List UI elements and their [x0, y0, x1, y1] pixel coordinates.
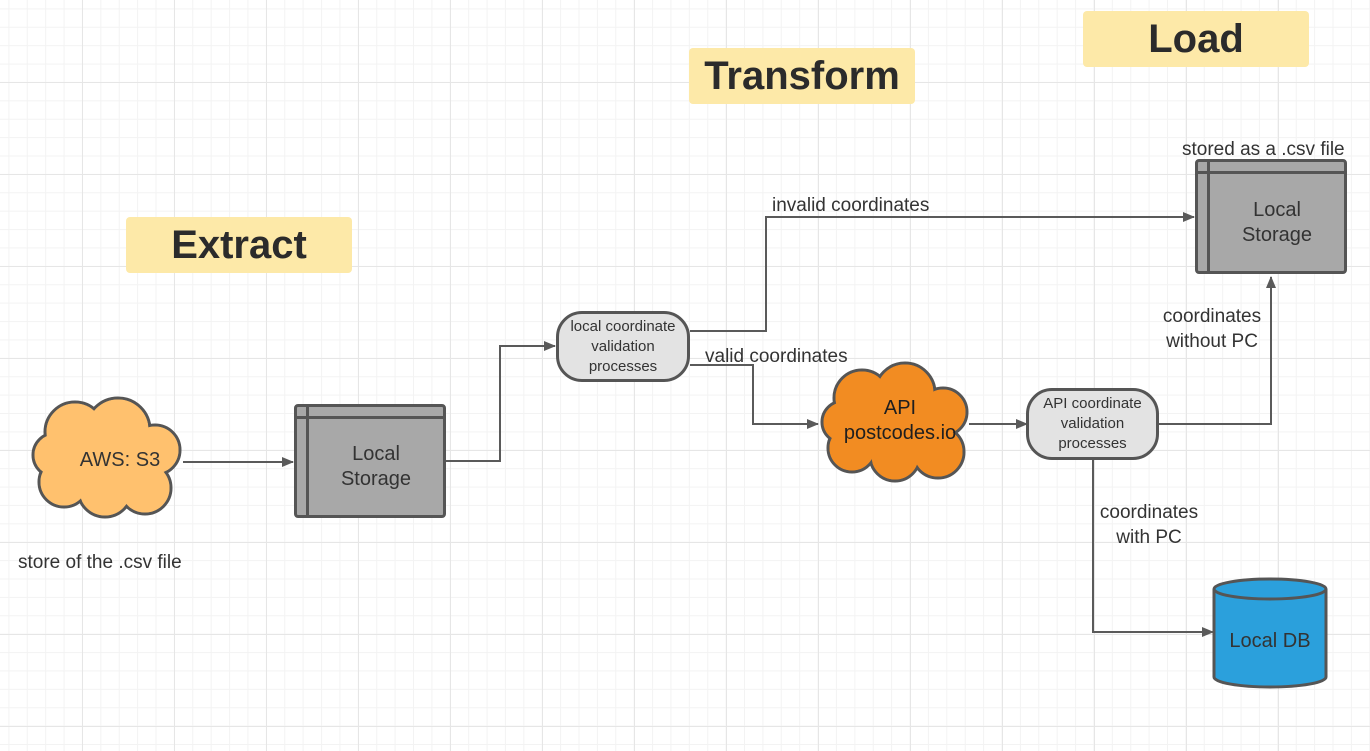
edge-storage-to-local-validation [446, 341, 556, 462]
aws-s3-label: AWS: S3 [79, 448, 161, 471]
api-validation-line3: processes [1058, 435, 1127, 452]
api-postcodes-line2: postcodes.io [843, 422, 957, 444]
transform-phase-label: Transform [689, 48, 915, 104]
load-phase-label: Load [1083, 11, 1309, 67]
local-validation-line3: processes [588, 357, 658, 375]
edge-invalid-coordinates [690, 212, 1195, 332]
without-pc-line2: without PC [1166, 331, 1258, 352]
api-postcodes-label: API postcodes.io [820, 395, 980, 447]
local-storage-extract-line2: Storage [340, 468, 412, 490]
local-storage-load-caption: stored as a .csv file [1182, 139, 1345, 160]
edge-coordinates-with-pc [1092, 460, 1214, 637]
local-storage-extract-line1: Local [352, 443, 400, 465]
extract-phase-label: Extract [126, 217, 352, 273]
api-coordinate-validation-process: API coordinate validation processes [1026, 388, 1159, 460]
aws-s3-caption: store of the .csv file [18, 552, 182, 573]
edge-label-invalid-coordinates: invalid coordinates [772, 195, 930, 216]
api-postcodes-line1: API [883, 397, 917, 419]
with-pc-line1: coordinates [1099, 502, 1199, 523]
aws-s3-cloud [31, 396, 182, 519]
local-storage-load-line2: Storage [1241, 223, 1313, 246]
local-validation-line2: validation [591, 337, 655, 355]
api-postcodes-cloud [820, 361, 969, 483]
edge-coordinates-without-pc [1158, 276, 1276, 425]
local-storage-load-line1: Local [1253, 198, 1301, 221]
api-validation-line1: API coordinate [1043, 395, 1142, 412]
local-db-cylinder [1212, 577, 1328, 689]
local-coordinate-validation-process: local coordinate validation processes [556, 311, 690, 382]
with-pc-line2: with PC [1116, 527, 1182, 548]
edge-label-coordinates-without-pc: coordinates without PC [1150, 304, 1274, 354]
local-validation-line1: local coordinate [570, 317, 676, 335]
api-validation-line2: validation [1060, 415, 1125, 432]
edge-valid-coordinates [690, 364, 819, 429]
local-storage-load: Local Storage [1195, 159, 1347, 274]
edge-label-valid-coordinates: valid coordinates [705, 346, 848, 367]
edge-label-coordinates-with-pc: coordinates with PC [1087, 500, 1211, 550]
local-db-label: Local DB [1229, 629, 1311, 652]
without-pc-line1: coordinates [1162, 306, 1262, 327]
local-storage-extract: Local Storage [294, 404, 446, 518]
